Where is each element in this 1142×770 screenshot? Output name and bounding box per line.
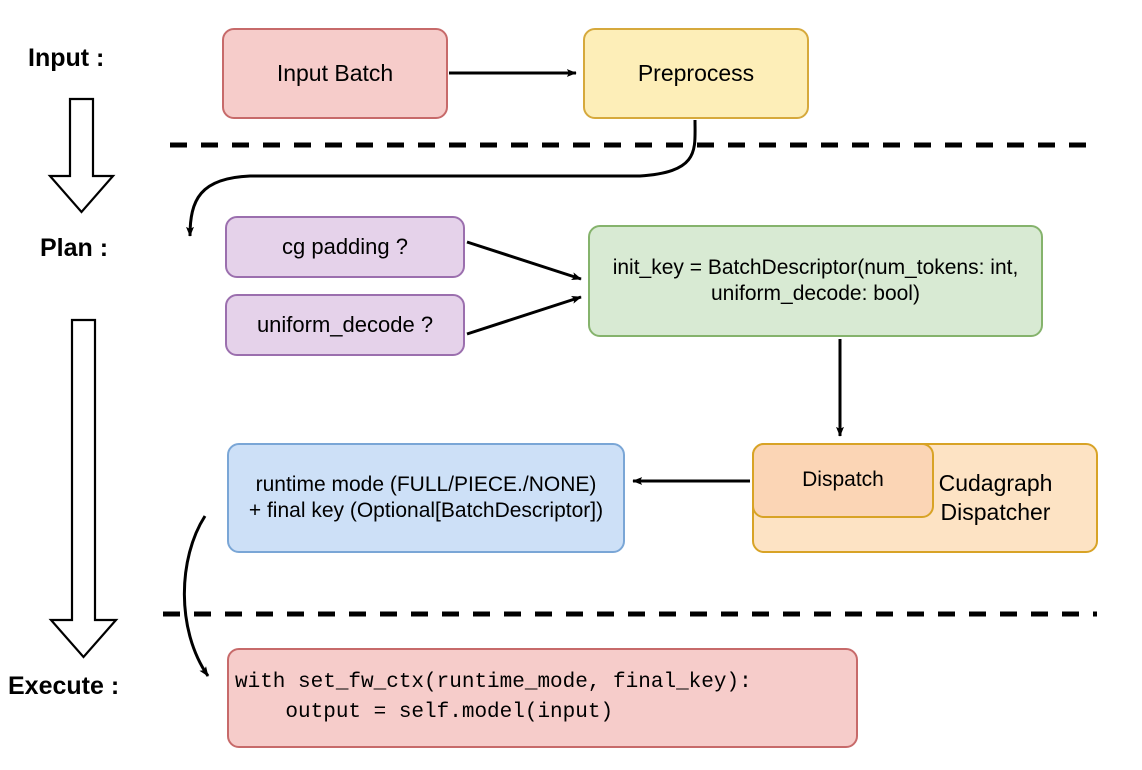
stage-label-execute: Execute : [8, 672, 120, 700]
node-init-key-line2: uniform_decode: bool) [711, 282, 920, 305]
node-dispatch-label: Dispatch [802, 468, 884, 492]
node-input-batch[interactable]: Input Batch [222, 28, 448, 119]
plan-to-execute-arrow [48, 318, 119, 659]
node-init-key-line1: init_key = BatchDescriptor(num_tokens: i… [612, 255, 1019, 279]
node-dispatch[interactable]: Dispatch [752, 443, 934, 518]
edge-uniform-decode-to-init-key [466, 295, 582, 336]
stage-label-input: Input : [28, 44, 105, 72]
node-runtime-mode[interactable]: runtime mode (FULL/PIECE./NONE) + final … [227, 443, 625, 553]
node-cg-padding[interactable]: cg padding ? [225, 216, 465, 278]
input-to-plan-arrow [47, 97, 116, 214]
node-execute-code-text: with set_fw_ctx(runtime_mode, final_key)… [235, 668, 752, 729]
edge-runtime-mode-to-code [182, 515, 210, 677]
node-runtime-mode-text: runtime mode (FULL/PIECE./NONE) + final … [249, 472, 603, 525]
node-preprocess[interactable]: Preprocess [583, 28, 809, 119]
node-runtime-mode-line1: runtime mode (FULL/PIECE./NONE) [255, 472, 597, 496]
node-execute-code-block[interactable]: with set_fw_ctx(runtime_mode, final_key)… [227, 648, 858, 748]
code-line-1: with set_fw_ctx(runtime_mode, final_key)… [235, 670, 752, 694]
node-cudagraph-dispatcher-text: Cudagraph Dispatcher [913, 469, 1078, 527]
edge-cg-padding-to-init-key [466, 240, 582, 281]
code-line-2: output = self.model(input) [235, 701, 614, 724]
node-runtime-mode-line2: + final key (Optional[BatchDescriptor]) [248, 499, 604, 522]
node-init-key-text: init_key = BatchDescriptor(num_tokens: i… [613, 255, 1019, 308]
node-preprocess-label: Preprocess [637, 60, 755, 87]
stage-label-plan: Plan : [40, 234, 109, 262]
node-input-batch-label: Input Batch [276, 60, 394, 87]
node-uniform-decode[interactable]: uniform_decode ? [225, 294, 465, 356]
node-cg-padding-label: cg padding ? [282, 234, 408, 260]
node-uniform-decode-label: uniform_decode ? [256, 312, 434, 338]
node-cudagraph-dispatcher-line2: Dispatcher [940, 499, 1051, 525]
node-init-key[interactable]: init_key = BatchDescriptor(num_tokens: i… [588, 225, 1043, 337]
node-cudagraph-dispatcher-line1: Cudagraph [938, 470, 1053, 497]
